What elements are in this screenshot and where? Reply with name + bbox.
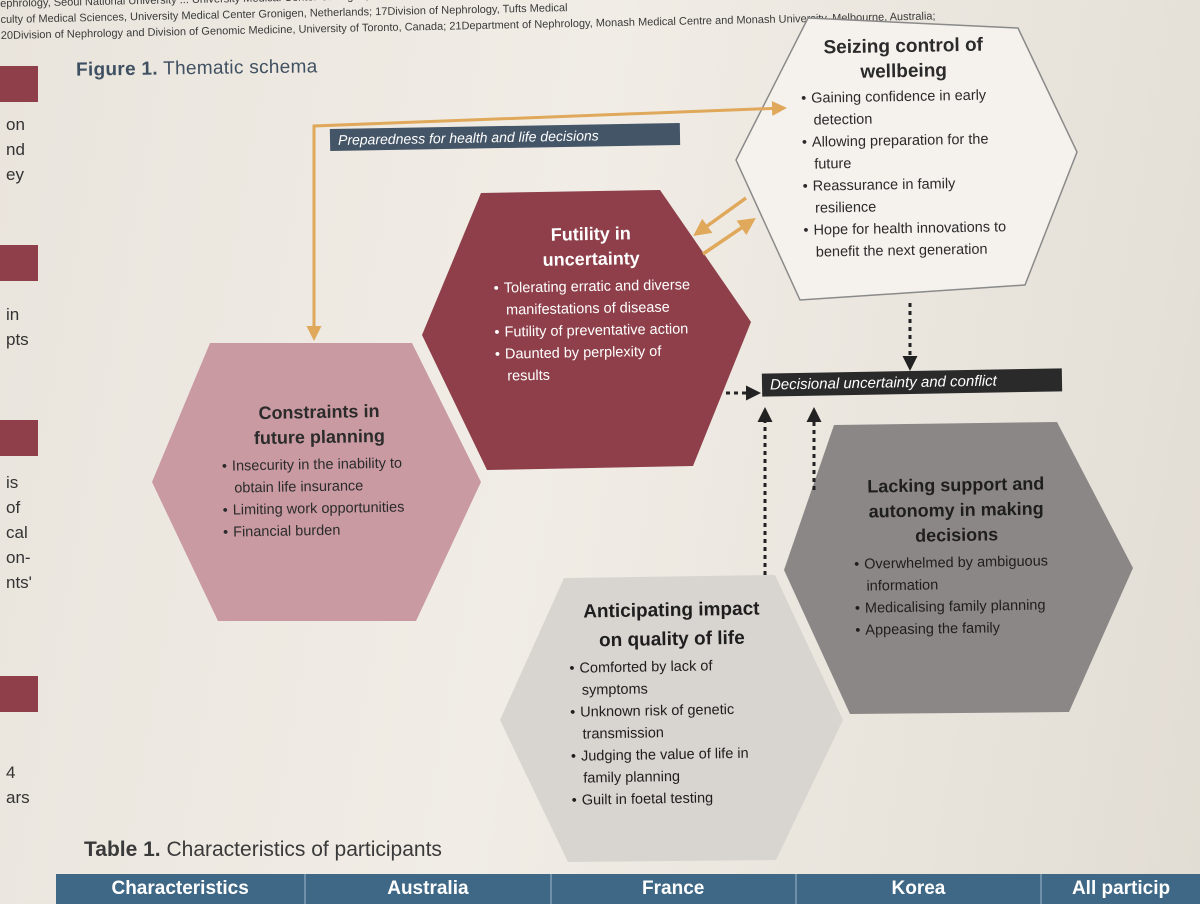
theme-item: Reassurance in family resilience	[800, 172, 1011, 220]
theme-item: Futility of preventative action	[492, 318, 692, 343]
left-section-bar	[0, 676, 38, 712]
theme-title: Seizing control of wellbeing	[823, 34, 984, 83]
left-text-fragment: in pts	[6, 305, 29, 349]
theme-title: Futility in uncertainty	[542, 223, 640, 270]
theme-seizing-control: Seizing control of wellbeing Gaining con…	[798, 32, 1012, 264]
theme-item: Financial burden	[221, 518, 421, 543]
table-header-row: Characteristics Australia France Korea A…	[56, 874, 1200, 904]
theme-item: Limiting work opportunities	[220, 496, 420, 521]
table-header-characteristics: Characteristics	[56, 874, 307, 904]
theme-item: Allowing preparation for the future	[800, 128, 1011, 176]
theme-item: Judging the value of life in family plan…	[569, 742, 780, 790]
theme-item: Overwhelmed by ambiguous information	[852, 550, 1063, 598]
left-section-bar	[0, 66, 38, 102]
table-header-france: France	[552, 874, 797, 904]
table-header-all: All particip	[1071, 878, 1171, 899]
theme-item: Guilt in foetal testing	[569, 786, 779, 812]
theme-item: Comforted by lack of symptoms	[567, 654, 778, 702]
theme-futility: Futility in uncertainty Tolerating errat…	[491, 220, 694, 387]
left-text-fragment: is of cal on- nts'	[6, 473, 32, 592]
theme-anticipating: Anticipating impact on quality of life C…	[566, 594, 780, 812]
table-title-text: Characteristics of participants	[166, 838, 442, 861]
theme-item: Hope for health innovations to benefit t…	[801, 216, 1012, 264]
theme-title: Lacking support and autonomy in making d…	[867, 473, 1045, 546]
theme-item: Medicalising family planning	[853, 594, 1063, 620]
arrow-to-seizing	[702, 218, 756, 256]
table-header-korea: Korea	[797, 874, 1043, 904]
left-text-fragment: on nd ey	[6, 115, 25, 184]
left-text-fragment: 4 ars	[6, 763, 30, 807]
theme-item: Appeasing the family	[853, 616, 1063, 642]
theme-item: Gaining confidence in early detection	[799, 84, 1010, 132]
theme-item: Daunted by perplexity of results	[493, 340, 694, 387]
theme-item: Tolerating erratic and diverse manifesta…	[492, 274, 693, 321]
theme-item: Unknown risk of genetic transmission	[568, 698, 779, 746]
theme-title: Constraints in future planning	[253, 400, 386, 449]
theme-title: Anticipating impact on quality of life	[583, 598, 760, 652]
table-title: Table 1. Characteristics of participants	[84, 838, 442, 862]
theme-constraints: Constraints in future planning Insecurit…	[219, 398, 421, 543]
arrow-to-futility	[693, 196, 748, 237]
theme-item: Insecurity in the inability to obtain li…	[220, 452, 421, 499]
theme-lacking-support: Lacking support and autonomy in making d…	[851, 471, 1064, 642]
table-header-australia: Australia	[306, 874, 552, 904]
left-section-bar	[0, 245, 38, 281]
left-section-bar	[0, 420, 38, 456]
table-label: Table 1.	[84, 838, 161, 861]
